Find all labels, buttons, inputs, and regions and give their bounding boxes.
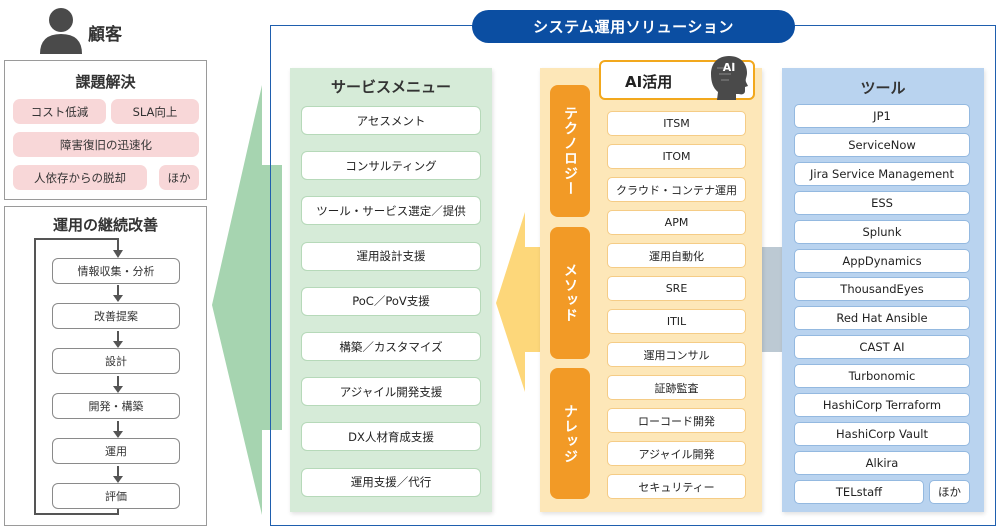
step-evaluation: 評価 [52,483,180,509]
tool-item: HashiCorp Vault [794,421,970,446]
service-item: コンサルティング [301,151,481,181]
ai-item: APM [607,210,746,235]
ai-item: 運用コンサル [607,342,746,367]
category-tab: メソッド [550,227,590,359]
ai-item: SRE [607,276,746,301]
ai-head-icon: AI [711,56,748,100]
tool-item: Jira Service Management [794,161,970,186]
step-design: 設計 [52,348,180,374]
service-item: DX人材育成支援 [301,422,481,452]
step-proposal: 改善提案 [52,303,180,329]
step-build: 開発・構築 [52,393,180,419]
ai-title: AI活用 [625,73,673,91]
issue-cost-reduction: コスト低減 [13,99,106,124]
service-item: ツール・サービス選定／提供 [301,196,481,226]
tool-item: JP1 [794,104,970,128]
service-menu-title: サービスメニュー [330,78,451,96]
tool-item: AppDynamics [794,248,970,273]
ai-item: ローコード開発 [607,408,746,433]
person-icon [40,8,82,54]
issue-sla: SLA向上 [111,99,199,124]
solution-title: システム運用ソリューション [472,10,795,43]
tool-item: ESS [794,190,970,215]
customer-label: 顧客 [88,25,122,45]
tool-item: TELstaff [794,479,924,504]
issue-fast-recovery: 障害復旧の迅速化 [13,132,199,157]
tools-title: ツール [860,79,906,97]
ai-item: ITSM [607,111,746,136]
tool-item-others: ほか [929,479,970,504]
service-item: 構築／カスタマイズ [301,332,481,361]
service-item: アセスメント [301,106,481,135]
ai-item: セキュリティー [607,474,746,499]
category-tab: ナレッジ [550,368,590,499]
tool-item: ServiceNow [794,132,970,157]
tool-item: HashiCorp Terraform [794,393,970,417]
improvement-title: 運用の継続改善 [52,216,158,234]
ai-icon-text: AI [723,61,736,74]
ai-header: AI活用 AI [599,56,755,100]
ai-item: クラウド・コンテナ運用 [607,177,746,202]
issues-title: 課題解決 [75,73,136,91]
ai-item: アジャイル開発 [607,441,746,466]
tool-item: CAST AI [794,335,970,360]
step-operation: 運用 [52,438,180,464]
yellow-arrow-shape [496,212,545,392]
tool-item: Alkira [794,450,970,475]
issue-others: ほか [159,165,199,190]
ai-item: 運用自動化 [607,243,746,268]
service-item: 運用設計支援 [301,241,481,271]
service-item: PoC／PoV支援 [301,286,481,316]
tool-item: Turbonomic [794,364,970,389]
ai-item: ITOM [607,144,746,169]
tool-item: Red Hat Ansible [794,306,970,331]
improvement-box: 運用の継続改善 情報収集・分析 改善提案 設計 開発・構築 運用 評価 [4,206,207,526]
step-arrows [113,285,123,483]
issues-box: 課題解決 コスト低減 SLA向上 障害復旧の迅速化 人依存からの脱却 ほか [4,60,207,200]
cycle-loop-arrow [34,238,123,515]
service-item: 運用支援／代行 [301,467,481,497]
ai-item: ITIL [607,309,746,334]
tool-item: ThousandEyes [794,277,970,302]
tools-connector [760,247,784,352]
ai-item: 証跡監査 [607,375,746,400]
service-item: アジャイル開発支援 [301,377,481,407]
step-analysis: 情報収集・分析 [52,258,180,284]
tool-item: Splunk [794,219,970,244]
category-tab: テクノロジー [550,85,590,217]
issue-dependency: 人依存からの脱却 [13,165,147,190]
green-arrow-shape [212,85,282,515]
